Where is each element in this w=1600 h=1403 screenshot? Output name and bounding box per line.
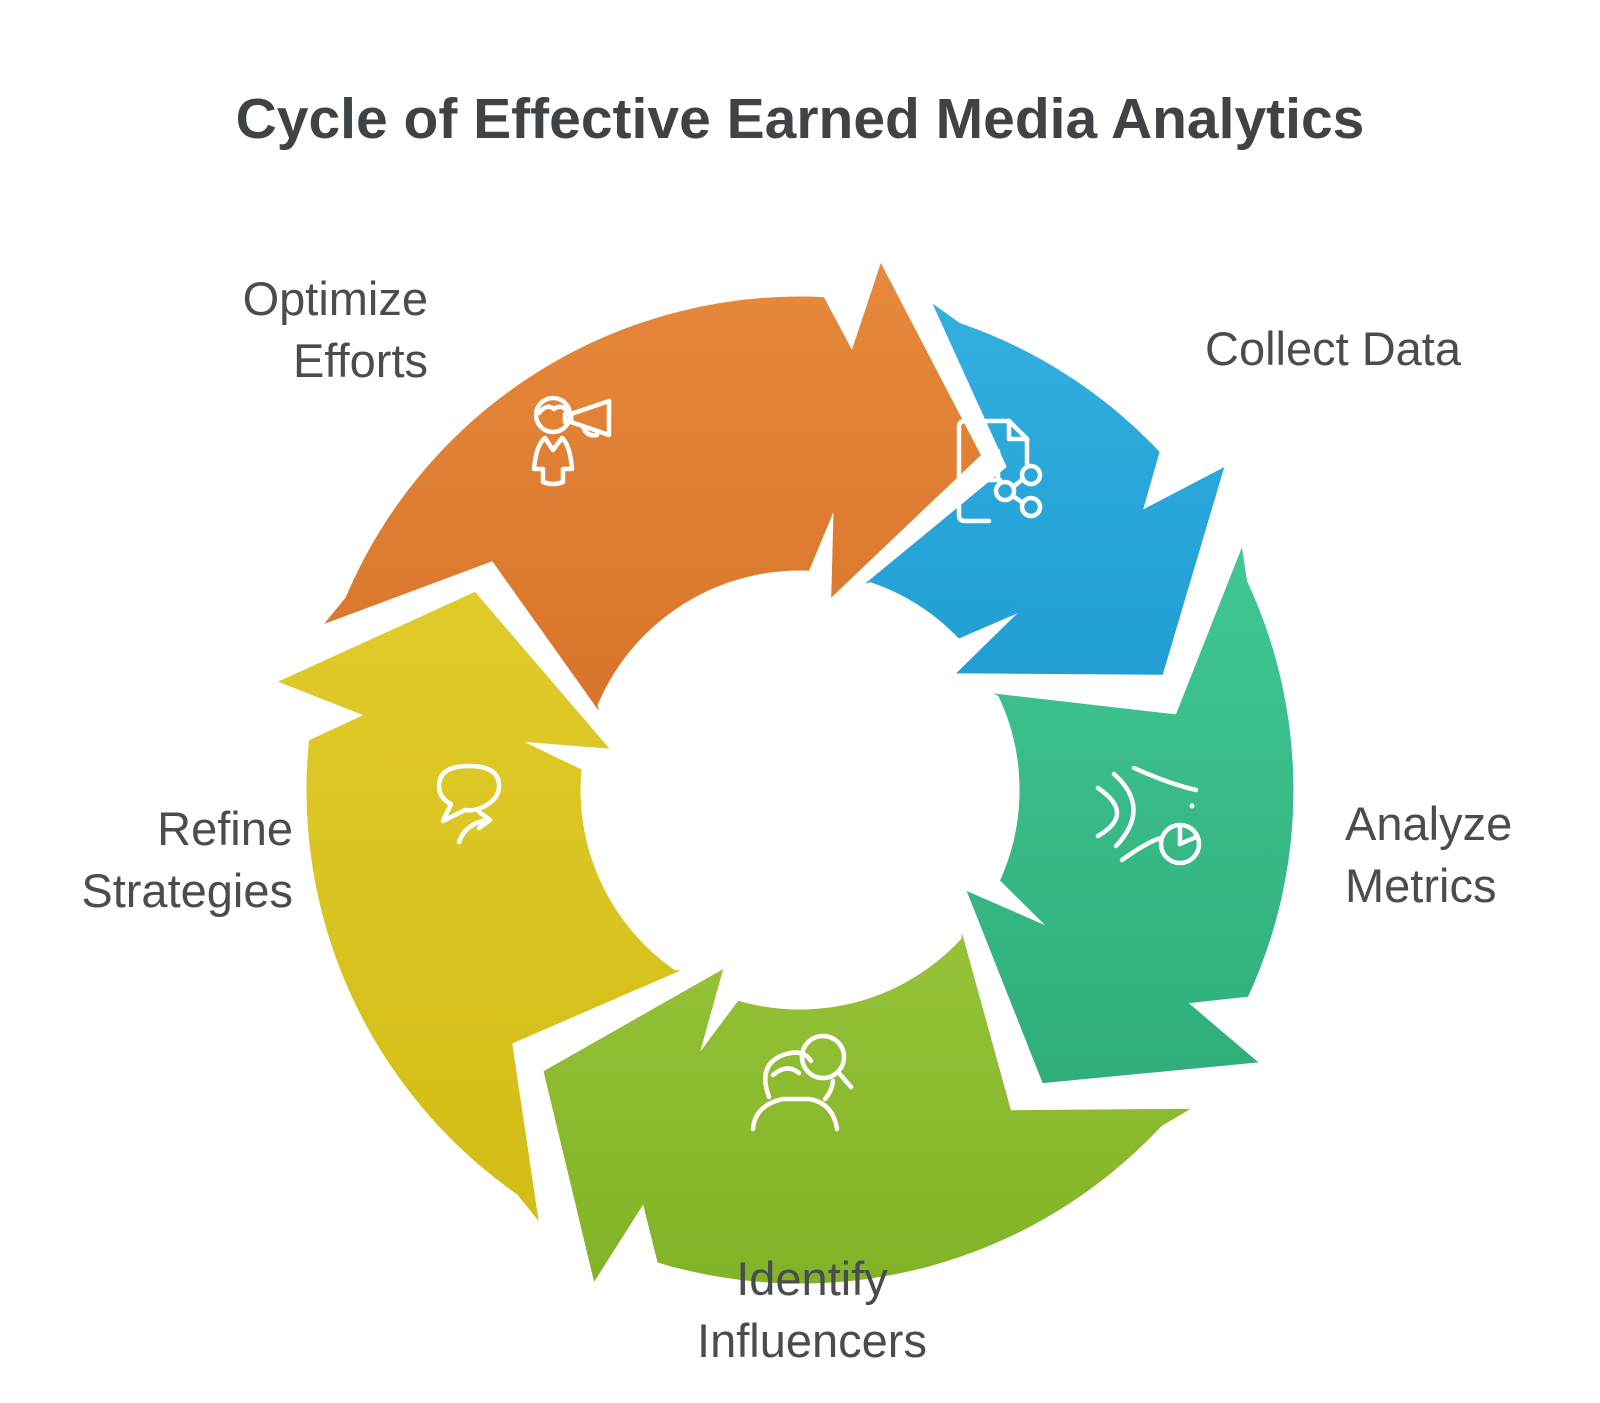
arrow-segment-optimize-efforts [302,245,990,744]
arrow-segment-collect-data [833,282,1236,682]
document-share-icon [956,418,1043,524]
label-line: Identify [736,1252,888,1305]
label-line: Influencers [697,1314,927,1367]
label-identify-influencers: Identify Influencers [612,1248,1012,1372]
label-optimize-efforts: Optimize Efforts [243,268,428,392]
label-line: Collect Data [1205,322,1461,375]
label-line: Refine [157,802,293,855]
chat-bubble-arrow-icon [436,763,502,845]
label-refine-strategies: Refine Strategies [81,798,293,922]
label-line: Metrics [1345,859,1497,912]
person-magnifier-icon [750,1033,854,1132]
label-analyze-metrics: Analyze Metrics [1345,793,1512,917]
label-line: Analyze [1345,797,1513,850]
trends-pie-chart-icon [1095,765,1202,866]
label-line: Strategies [81,864,293,917]
person-megaphone-icon [531,395,612,487]
label-line: Efforts [293,334,428,387]
arrow-segment-analyze-metrics [953,520,1301,1091]
label-line: Optimize [242,272,428,325]
label-collect-data: Collect Data [1205,318,1461,380]
arrow-segment-refine-strategies [259,583,716,1246]
arrow-segment-identify-influencers [535,897,1217,1300]
page-title: Cycle of Effective Earned Media Analytic… [235,87,1365,152]
